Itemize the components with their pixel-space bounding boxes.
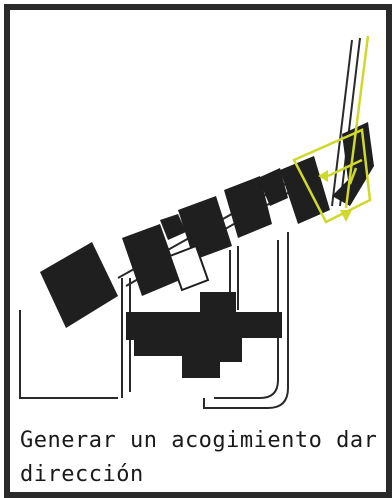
ramp-line-left [331, 39, 353, 207]
mass-block-4b [258, 168, 288, 206]
open-module-box [168, 244, 210, 292]
diagram-caption: Generar un acogimiento dar dirección [20, 428, 378, 487]
arrowhead-left [318, 170, 328, 182]
architectural-diagram [19, 35, 374, 409]
support-frame-right [203, 232, 289, 409]
accent-frame [292, 128, 372, 224]
open-module [168, 244, 210, 292]
mass-block-4 [224, 176, 272, 238]
accent-arrowheads [318, 170, 352, 222]
accent-arrow-ramp [344, 35, 370, 209]
mass-block-3 [178, 196, 232, 260]
accent-arrow-return-line [348, 167, 358, 185]
mass-block-2b [160, 214, 186, 240]
arrowhead-down [340, 210, 352, 222]
support-frame-right-inner [214, 240, 279, 399]
mass-lower-tower [200, 292, 236, 312]
building-masses [40, 122, 374, 378]
diagram-frame: Generar un acogimiento dar dirección [4, 4, 392, 498]
ramp-line-right [339, 37, 361, 207]
base-line-left [19, 310, 118, 399]
accent-highlight [292, 35, 372, 224]
mass-block-1 [40, 242, 118, 328]
mass-block-2 [122, 224, 180, 296]
mass-lower-bar [126, 312, 282, 378]
accent-arrow-return [327, 158, 363, 178]
